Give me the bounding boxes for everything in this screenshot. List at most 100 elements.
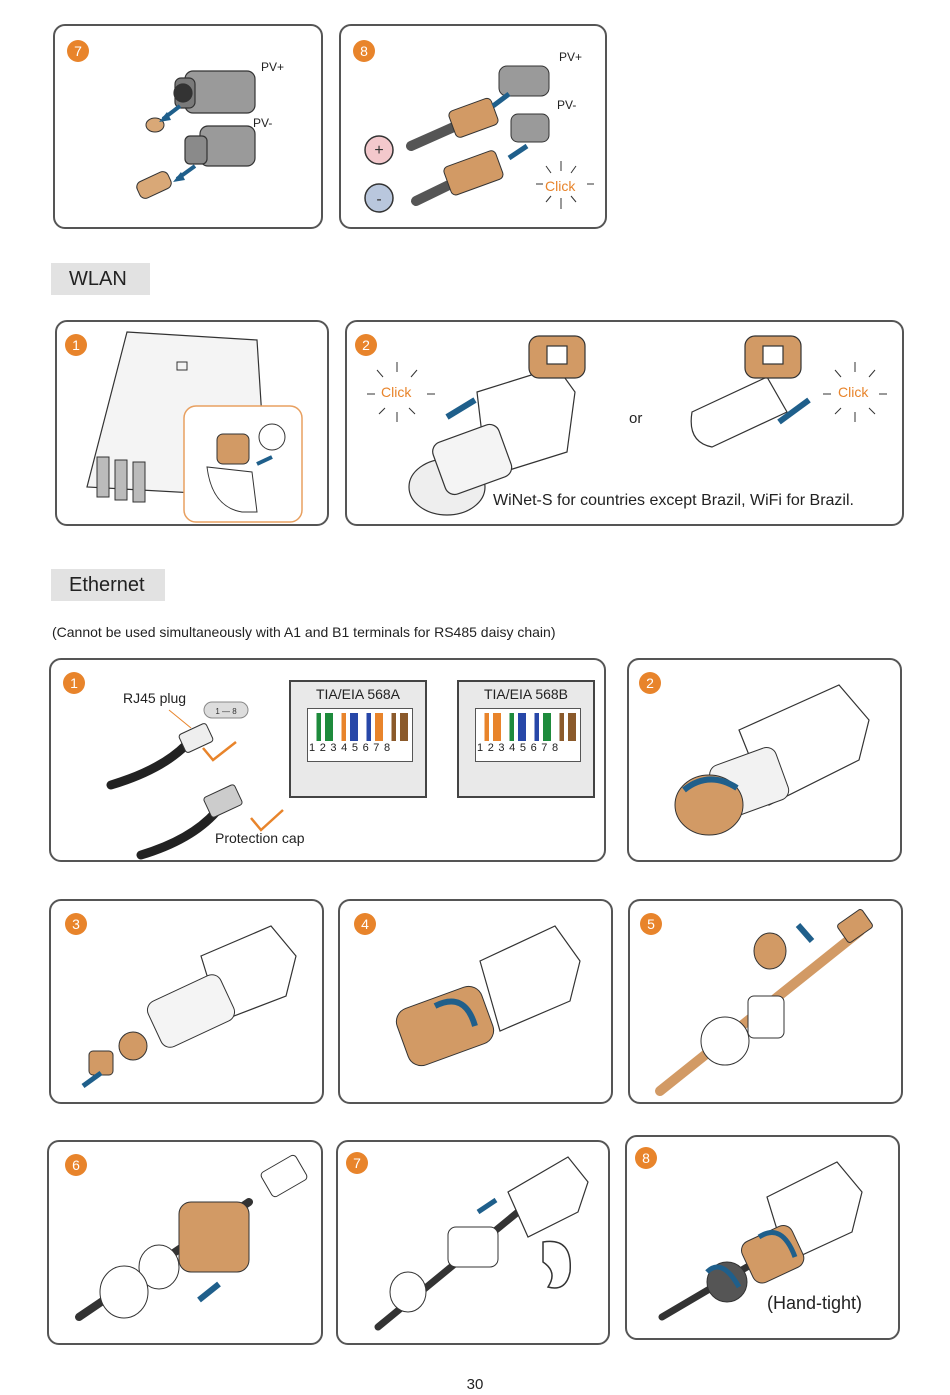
ethernet-cable	[106, 740, 191, 790]
pv-plus-label: PV+	[261, 60, 285, 74]
panel-ethernet-step-2: 2	[627, 658, 902, 862]
pv-minus-label: PV-	[253, 116, 273, 130]
rj45-plug	[178, 723, 214, 753]
sealing-ring	[753, 932, 787, 970]
pv-minus-socket	[510, 113, 550, 143]
rotate-arrow-icon	[757, 1230, 798, 1258]
swivel-nut	[389, 1271, 427, 1313]
section-title-ethernet: Ethernet	[51, 569, 165, 601]
pin-numbers: 12345678	[477, 742, 563, 754]
com-port-cap	[528, 335, 586, 379]
step-number-badge: 2	[355, 334, 377, 356]
pv-crimp-illustration: + -	[364, 65, 594, 213]
panel-ethernet-step-5: 5	[628, 899, 903, 1104]
clamp-piece	[88, 1050, 114, 1076]
panel-ethernet-step-7: 7	[336, 1140, 610, 1345]
pin-range-label: 1 — 8	[215, 707, 237, 716]
pv-connector-illustration	[136, 70, 256, 199]
pv-minus-label: PV-	[557, 98, 577, 112]
ethernet-note: (Cannot be used simultaneously with A1 a…	[52, 624, 556, 640]
swivel-nut	[99, 1265, 149, 1319]
tia-568a-title: TIA/EIA 568A	[315, 686, 401, 702]
panel-wlan-step-2: 2 Click or Click WiNet-S for countries e…	[345, 320, 904, 526]
pv-plus-connector	[173, 70, 256, 114]
rotate-arrow-icon	[433, 998, 478, 1027]
arrow-icon	[197, 1281, 221, 1303]
tia-568a-diagram: TIA/EIA 568A 12345678	[289, 680, 427, 798]
rotate-arrow-icon	[705, 1264, 742, 1289]
step-number-badge: 1	[65, 334, 87, 356]
tia-568b-diagram: TIA/EIA 568B 12345678	[457, 680, 595, 798]
winet-nut-illustration	[674, 684, 870, 836]
panel-pv-step-7: 7 PV+ PV-	[53, 24, 323, 229]
plus-polarity-icon	[364, 135, 394, 165]
dust-plug	[136, 171, 172, 199]
winet-s-module	[408, 366, 576, 516]
plus-sign: +	[374, 142, 383, 159]
arrow-icon	[507, 143, 529, 161]
wire-color-pins	[312, 713, 408, 741]
pv-plus-socket	[498, 65, 550, 97]
threaded-housing	[178, 1201, 250, 1273]
insert-cable-illustration	[75, 1154, 308, 1321]
threading-cable-illustration	[655, 909, 873, 1096]
threaded-housing	[447, 1226, 499, 1268]
rotate-arrow-icon	[682, 776, 739, 793]
tighten-illustration	[658, 1161, 863, 1321]
pin-range-tag	[203, 701, 249, 719]
check-icon	[202, 741, 237, 762]
clamp-piece	[747, 995, 785, 1039]
rj45-illustration: 1 — 8	[106, 701, 284, 860]
step-number-badge: 5	[640, 913, 662, 935]
arrow-icon	[81, 1070, 103, 1089]
step-number-badge: 6	[65, 1154, 87, 1176]
panel-ethernet-step-6: 6	[47, 1140, 323, 1345]
ethernet-cable	[136, 807, 221, 860]
com-port-cap	[744, 335, 802, 379]
step-number-badge: 4	[354, 913, 376, 935]
protected-rj45-plug	[203, 784, 243, 818]
pv-minus-connector	[184, 125, 256, 167]
panel-ethernet-step-3: 3	[49, 899, 324, 1104]
pin-numbers: 12345678	[309, 742, 395, 754]
panel-ethernet-step-8: 8 (Hand-tight)	[625, 1135, 900, 1340]
winet-illustration	[367, 335, 887, 516]
check-icon	[250, 809, 284, 832]
hand-tight-label: (Hand-tight)	[767, 1293, 863, 1313]
arrow-icon	[795, 923, 815, 943]
or-label: or	[629, 410, 643, 427]
jack-outline	[475, 708, 581, 762]
minus-cable-connector	[411, 150, 504, 206]
tia-568b-title: TIA/EIA 568B	[483, 686, 569, 702]
step-number-badge: 7	[346, 1152, 368, 1174]
rj45-plug	[260, 1154, 308, 1198]
step-number-badge: 8	[353, 40, 375, 62]
click-burst-icon	[823, 362, 887, 422]
page-number: 30	[466, 1376, 484, 1393]
wifi-module	[690, 376, 788, 448]
wire-color-pins	[480, 713, 576, 741]
minus-polarity-icon	[364, 183, 394, 213]
click-sound-label: Click	[545, 178, 576, 194]
arrow-icon	[491, 92, 511, 108]
panel-ethernet-step-4: 4	[338, 899, 613, 1104]
minus-sign: -	[376, 191, 381, 208]
clamp-piece	[138, 1244, 180, 1290]
arrow-icon	[445, 397, 477, 420]
panel-wlan-step-1: 1	[55, 320, 329, 526]
unscrew-illustration	[395, 925, 581, 1067]
arrow-icon	[256, 455, 273, 466]
com-port	[258, 423, 286, 451]
rj45-plug	[837, 909, 873, 943]
step-number-badge: 7	[67, 40, 89, 62]
inverter-illustration	[86, 331, 303, 523]
click-burst-icon	[367, 362, 435, 422]
panel-pv-step-8: 8 PV+ PV- Click + -	[339, 24, 607, 229]
sealing-ring	[118, 1031, 148, 1061]
step-number-badge: 1	[63, 672, 85, 694]
swivel-nut	[706, 1261, 748, 1303]
swivel-nut	[674, 774, 744, 836]
winet-s-module	[507, 1156, 589, 1238]
wlan-caption: WiNet-S for countries except Brazil, WiF…	[493, 492, 854, 509]
click-sound-label: Click	[381, 384, 412, 400]
